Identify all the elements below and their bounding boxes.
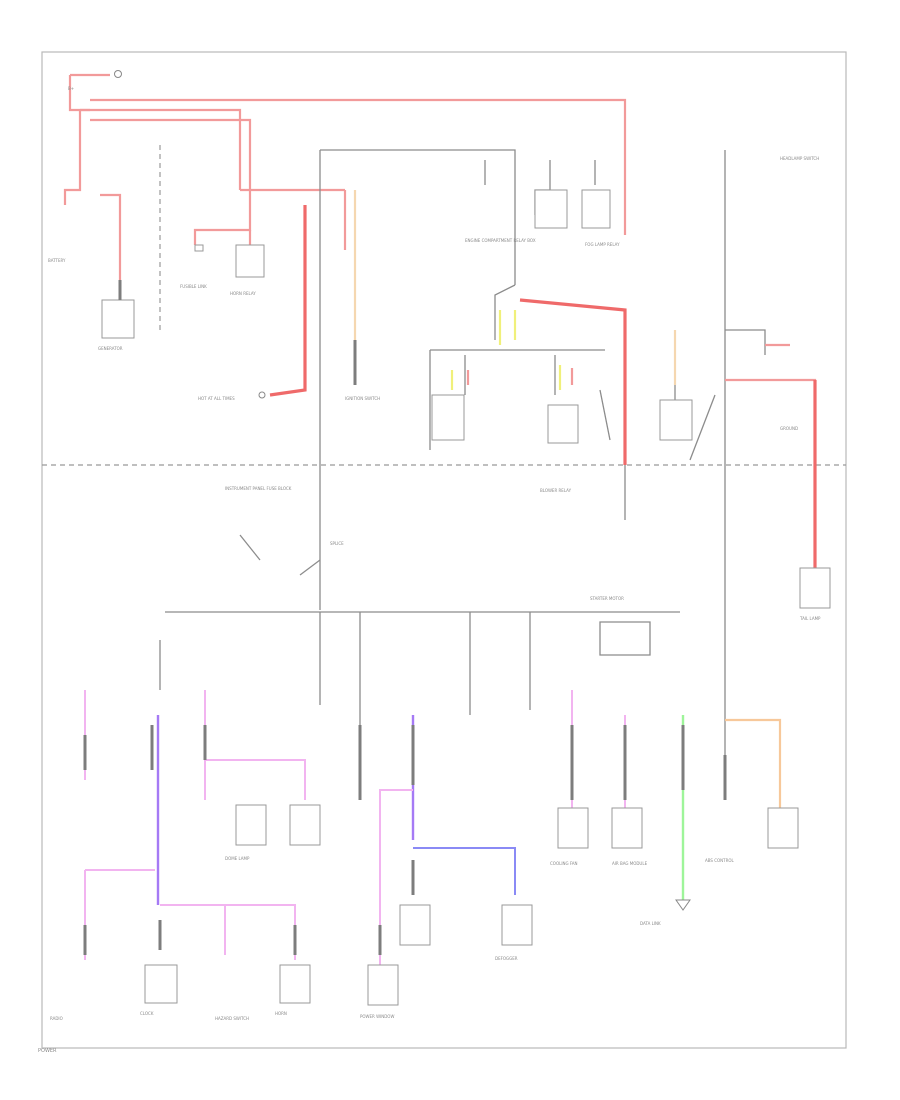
fusible-link-group: FUSIBLE LINK HORN RELAY xyxy=(180,188,345,296)
horn-label: HORN xyxy=(275,1011,287,1016)
power-window-label: POWER WINDOW xyxy=(360,1014,394,1019)
generator-label: GENERATOR xyxy=(98,346,123,351)
dome-lamp-label: DOME LAMP xyxy=(225,856,250,861)
ignition-feed-group: HOT AT ALL TIMES IGNITION SWITCH xyxy=(198,149,516,610)
hazard-label: HAZARD SWITCH xyxy=(215,1016,249,1021)
radio-label: RADIO xyxy=(50,1016,63,1021)
lower-right-branches: COOLING FAN AIR BAG MODULE DATA LINK ABS… xyxy=(550,596,799,926)
ground-label: GROUND xyxy=(780,426,798,431)
battery-starter-group: B+ GENERATOR BATTERY xyxy=(48,70,627,351)
abs-label: ABS CONTROL xyxy=(705,858,735,863)
starter-label: STARTER MOTOR xyxy=(590,596,624,601)
lower-left-branches: RADIO CLOCK HAZARD SWITCH HORN DOME LAMP xyxy=(50,640,321,1021)
footer-label: POWER xyxy=(38,1048,57,1054)
svg-text:B+: B+ xyxy=(68,86,74,91)
defogger-label: DEFOGGER xyxy=(495,956,518,961)
airbag-label: AIR BAG MODULE xyxy=(612,861,648,866)
right-bus-group: HEADLAMP SWITCH GROUND TAIL LAMP xyxy=(624,150,831,800)
lower-centre-branches: POWER WINDOW DEFOGGER xyxy=(358,710,533,1019)
diagram-frame xyxy=(41,51,847,1049)
headlamp-switch-label: HEADLAMP SWITCH xyxy=(780,156,819,161)
relay-centre-group: ENGINE COMPARTMENT RELAY BOX FOG LAMP RE… xyxy=(225,160,627,493)
cooling-fan-label: COOLING FAN xyxy=(550,861,578,866)
splice-label: SPLICE xyxy=(330,541,344,546)
data-link-label: DATA LINK xyxy=(640,921,661,926)
horn-relay-label: HORN RELAY xyxy=(230,291,256,296)
blower-relay-label: BLOWER RELAY xyxy=(540,488,572,493)
fuse-block-label: INSTRUMENT PANEL FUSE BLOCK xyxy=(225,486,292,491)
fusible-link-label: FUSIBLE LINK xyxy=(180,284,207,289)
clock-label: CLOCK xyxy=(140,1011,154,1016)
ignition-switch-label: IGNITION SWITCH xyxy=(345,396,380,401)
hot-at-all-times-label: HOT AT ALL TIMES xyxy=(198,396,235,401)
tail-lamp-label: TAIL LAMP xyxy=(799,616,821,621)
lower-bus-group: SPLICE xyxy=(165,534,680,715)
fog-relay-label: FOG LAMP RELAY xyxy=(585,242,620,247)
battery-label: BATTERY xyxy=(48,258,66,263)
relay-box-label: ENGINE COMPARTMENT RELAY BOX xyxy=(465,238,536,243)
